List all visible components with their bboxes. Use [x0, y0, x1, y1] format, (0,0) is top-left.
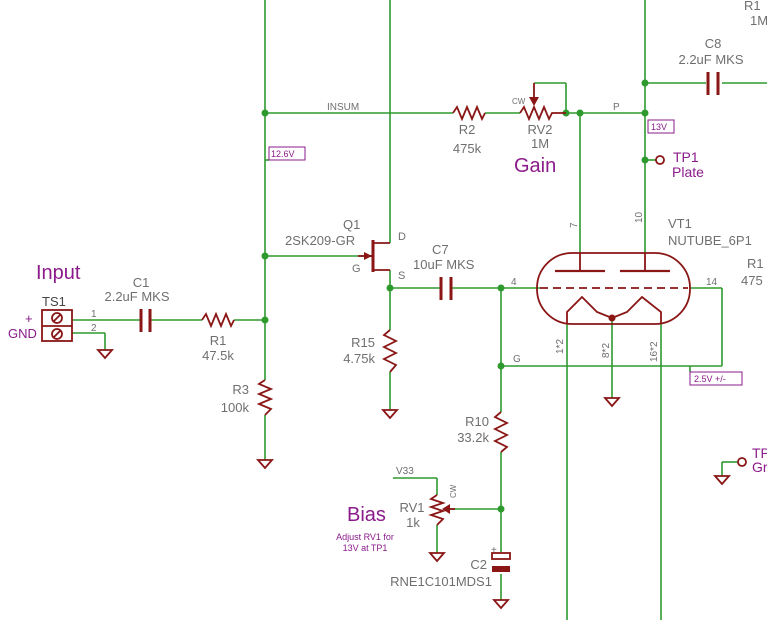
c2-ref: C2: [470, 557, 487, 572]
r15-value: 4.75k: [343, 351, 375, 366]
vt1-pin14: 14: [706, 277, 718, 288]
c7-value: 10uF MKS: [413, 257, 475, 272]
tp1-ref: TP1: [673, 149, 699, 165]
potentiometer-rv1: [428, 494, 455, 526]
flag-13v-label: 13V: [651, 122, 667, 132]
r-right-partial-ref: R1: [747, 256, 764, 271]
r3-value: 100k: [221, 400, 250, 415]
vt1-pin10: 10: [634, 211, 645, 223]
flag-13v: 13V: [647, 119, 675, 134]
heading-input: Input: [36, 262, 81, 284]
rv1-value: 1k: [406, 515, 420, 530]
capacitor-c8: [706, 72, 720, 95]
q1-pin-s: S: [398, 270, 405, 282]
r10-ref: R10: [465, 414, 489, 429]
r11-partial-ref: R1: [744, 0, 761, 13]
flag-2-5v: 2.5V +/-: [689, 366, 743, 386]
rv1-cw: CW: [449, 484, 458, 498]
net-v33: V33: [396, 466, 414, 477]
c2-value: RNE1C101MDS1: [390, 574, 492, 589]
testpoint-tp1-marker: [655, 155, 665, 165]
r2-ref: R2: [459, 122, 476, 137]
net-g: G: [513, 354, 521, 365]
vt1-pin7: 7: [569, 222, 580, 228]
flag-2-5v-label: 2.5V +/-: [694, 374, 726, 384]
wires: [72, 0, 767, 620]
tp2-ref: TP: [752, 445, 767, 461]
tube-vt1: [536, 252, 691, 325]
bias-note-line2: 13V at TP1: [343, 543, 388, 553]
rv2-ref: RV2: [527, 122, 552, 137]
vt1-pin1: 1*2: [555, 339, 566, 354]
capacitor-c7: [439, 277, 453, 300]
c7-ref: C7: [432, 242, 449, 257]
rv2-value: 1M: [531, 136, 549, 151]
c1-ref: C1: [133, 275, 150, 290]
r2-value: 475k: [453, 141, 482, 156]
c8-value: 2.2uF MKS: [678, 52, 743, 67]
resistor-r10: [492, 411, 510, 453]
q1-ref: Q1: [343, 217, 360, 232]
tp2-label: Gr: [752, 459, 767, 475]
vt1-pin8: 8*2: [601, 343, 612, 358]
c2-plus: +: [491, 545, 497, 556]
resistor-r1: [201, 311, 235, 329]
vt1-ref: VT1: [668, 216, 692, 231]
r10-value: 33.2k: [457, 430, 489, 445]
resistor-r2: [452, 104, 486, 122]
ground-symbols: [96, 349, 731, 610]
capacitor-c2: [491, 552, 511, 572]
junction-dots: [261, 79, 649, 513]
q1-pin-d: D: [398, 231, 406, 243]
resistor-r15: [381, 329, 399, 373]
r11-partial-value: 1M: [750, 13, 767, 28]
r3-ref: R3: [232, 382, 249, 397]
q1-pin-g: G: [352, 263, 361, 275]
r15-ref: R15: [351, 335, 375, 350]
c1-value: 2.2uF MKS: [104, 289, 169, 304]
c8-ref: C8: [705, 36, 722, 51]
capacitor-c1: [139, 309, 152, 332]
connector-ts1: [41, 309, 73, 342]
r1-ref: R1: [210, 333, 227, 348]
q1-value: 2SK209-GR: [285, 233, 355, 248]
rv2-cw: CW: [512, 97, 526, 106]
testpoint-tp2-marker: [737, 457, 747, 467]
flag-12-6v: 12.6V: [265, 146, 306, 161]
net-p: P: [613, 102, 620, 113]
heading-gain: Gain: [514, 155, 556, 177]
rv1-ref: RV1: [399, 500, 424, 515]
jfet-q1: [358, 240, 390, 272]
r1-value: 47.5k: [202, 348, 234, 363]
r-right-partial-value: 475: [741, 273, 763, 288]
resistor-r3: [256, 379, 274, 416]
ts1-gnd: GND: [8, 326, 37, 341]
ts1-ref: TS1: [42, 294, 66, 309]
ts1-plus: +: [25, 311, 33, 326]
tp1-label: Plate: [672, 164, 704, 180]
ts1-pin2: 2: [91, 323, 97, 334]
ts1-pin1: 1: [91, 309, 97, 320]
vt1-pin4: 4: [511, 277, 517, 288]
bias-note-line1: Adjust RV1 for: [336, 532, 394, 542]
vt1-value: NUTUBE_6P1: [668, 233, 752, 248]
flag-12-6v-label: 12.6V: [271, 149, 295, 159]
vt1-pin16: 16*2: [649, 341, 660, 362]
potentiometer-rv2: [519, 83, 566, 122]
net-insum: INSUM: [327, 102, 359, 113]
heading-bias: Bias: [347, 504, 386, 526]
